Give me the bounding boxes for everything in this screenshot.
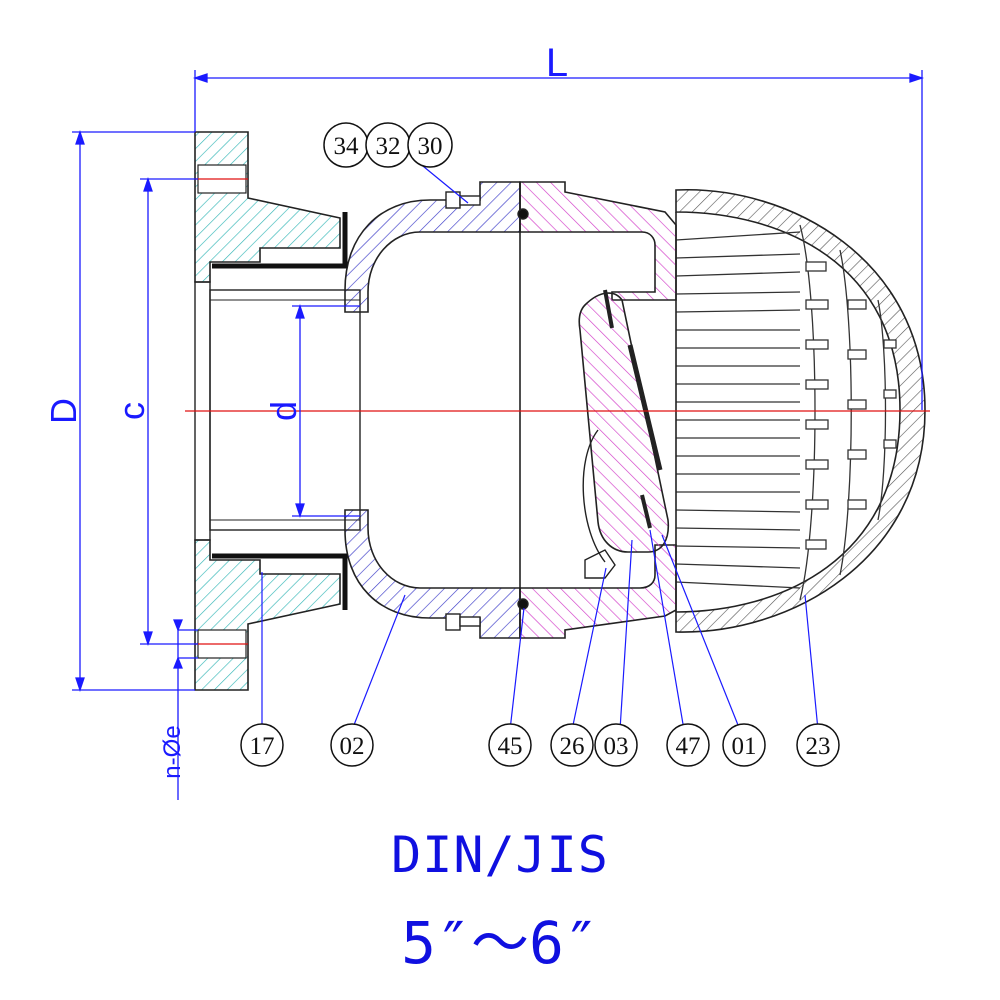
balloon-47: 47: [666, 723, 710, 767]
body-upper: [344, 181, 521, 313]
balloon-03: 03: [594, 723, 638, 767]
dim-label-D: D: [43, 398, 84, 424]
flange-lower: [194, 539, 341, 691]
disc-face: [627, 344, 663, 471]
seat-upper: [519, 181, 677, 301]
dim-label-d: d: [263, 401, 304, 421]
balloon-23: 23: [796, 723, 840, 767]
balloon-45-label: 45: [498, 733, 523, 760]
disc-03: [578, 289, 670, 579]
balloon-01: 01: [722, 723, 766, 767]
balloon-03-label: 03: [604, 733, 629, 760]
standard-caption: DIN/JIS: [391, 826, 609, 884]
strainer-shell: [675, 189, 926, 633]
body-02: [344, 181, 521, 639]
o-ring-45-lower: [517, 598, 529, 610]
balloon-32-label: 32: [376, 133, 401, 160]
balloon-02-label: 02: [340, 733, 365, 760]
balloon-34-label: 34: [334, 133, 360, 160]
balloon-30-label: 30: [418, 133, 443, 160]
seat-lower: [519, 544, 677, 639]
seat-body: [519, 181, 677, 639]
disc-dome: [582, 429, 606, 563]
o-ring-45-upper: [517, 208, 529, 220]
balloon-group-bottom: 17 02 45 26 03 47 01 23: [240, 723, 840, 767]
body-lower: [344, 509, 521, 639]
balloon-17-label: 17: [250, 733, 275, 760]
balloon-17: 17: [240, 723, 284, 767]
balloon-26-label: 26: [560, 733, 585, 760]
balloon-45: 45: [488, 723, 532, 767]
balloon-47-label: 47: [676, 733, 701, 760]
dimension-lines: [72, 70, 925, 800]
size-range-caption: 5″～6″: [401, 909, 599, 977]
balloon-26: 26: [550, 723, 594, 767]
flange-17: [194, 131, 361, 691]
leader-lines: [261, 161, 819, 731]
balloon-group-top: 34 32 30: [323, 122, 453, 168]
dim-label-c: c: [111, 402, 152, 420]
disc-insert-26: [584, 549, 616, 579]
balloon-23-label: 23: [806, 733, 831, 760]
balloon-32: 32: [365, 122, 411, 168]
balloon-02: 02: [330, 723, 374, 767]
dim-label-L: L: [546, 41, 568, 85]
dim-label-n-oe: n-Øe: [159, 725, 186, 778]
pipe-bore: [209, 289, 361, 531]
strainer-23: [675, 189, 926, 633]
bolts: [445, 191, 529, 631]
flange-gasket: [212, 212, 348, 610]
bolt-nut-lower: [445, 613, 461, 631]
balloon-34: 34: [323, 122, 369, 168]
flange-upper: [194, 131, 341, 283]
balloon-01-label: 01: [732, 733, 757, 760]
balloon-30: 30: [407, 122, 453, 168]
strainer-ribs: [676, 224, 897, 601]
